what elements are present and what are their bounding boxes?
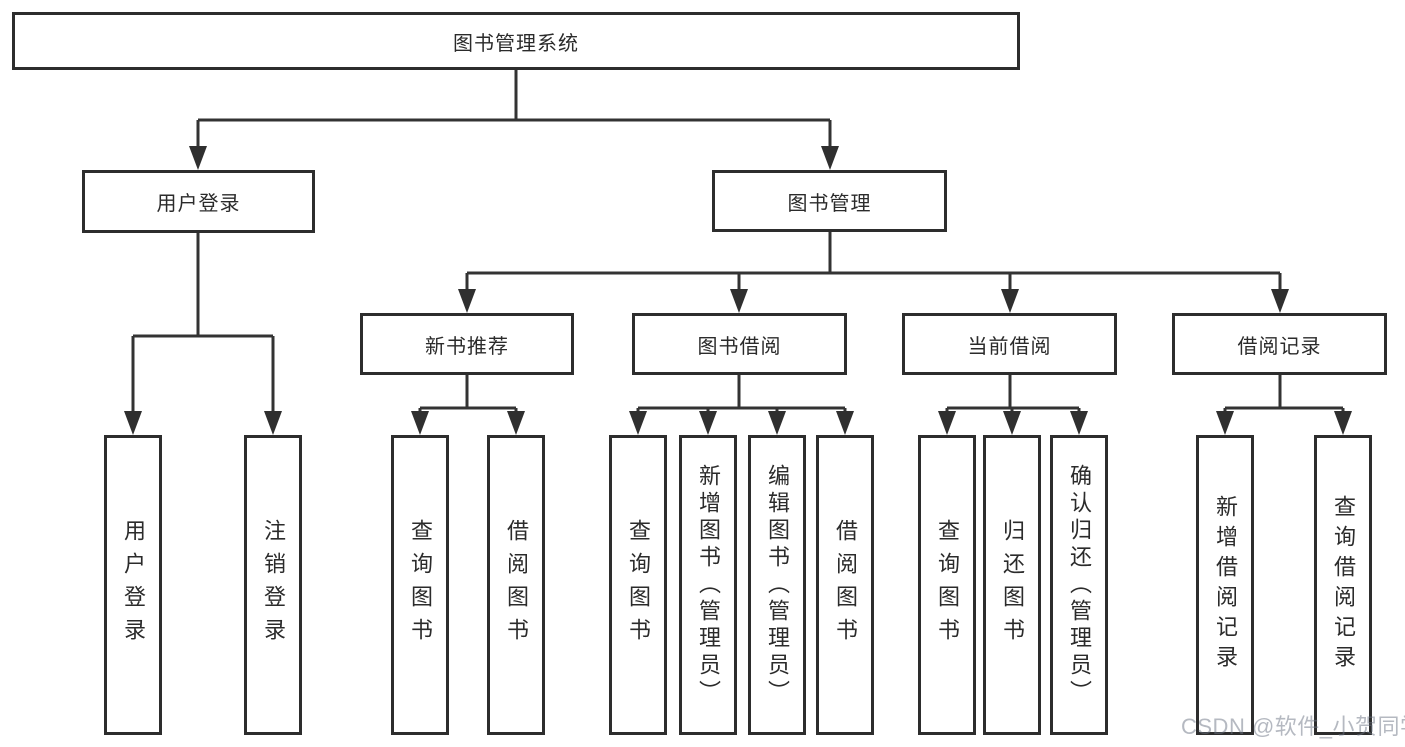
leaf-add-books-admin-label: 新增图书（管理员） xyxy=(696,463,721,707)
leaf-recommend-borrow-books: 借阅图书 xyxy=(487,435,545,735)
leaf-edit-books-admin: 编辑图书（管理员） xyxy=(748,435,806,735)
node-borrowing-records: 借阅记录 xyxy=(1172,313,1387,375)
csdn-watermark: CSDN @软件_小贺同学 xyxy=(1181,714,1405,739)
leaf-current-query-books-label: 查询图书 xyxy=(935,519,960,651)
node-user-login: 用户登录 xyxy=(82,170,315,233)
leaf-user-login-label: 用户登录 xyxy=(121,519,146,651)
leaf-logout: 注销登录 xyxy=(244,435,302,735)
leaf-confirm-return-admin-label: 确认归还（管理员） xyxy=(1067,463,1092,707)
node-book-management: 图书管理 xyxy=(712,170,947,232)
leaf-query-borrow-record-label: 查询借阅记录 xyxy=(1331,495,1356,675)
leaf-user-login: 用户登录 xyxy=(104,435,162,735)
leaf-borrowing-query-books-label: 查询图书 xyxy=(626,519,651,651)
leaf-query-borrow-record: 查询借阅记录 xyxy=(1314,435,1372,735)
node-book-borrowing: 图书借阅 xyxy=(632,313,847,375)
leaf-add-borrow-record-label: 新增借阅记录 xyxy=(1213,495,1238,675)
leaf-borrowing-borrow-books: 借阅图书 xyxy=(816,435,874,735)
leaf-recommend-query-books-label: 查询图书 xyxy=(408,519,433,651)
leaf-borrowing-borrow-books-label: 借阅图书 xyxy=(833,519,858,651)
arrowheads xyxy=(124,146,1352,435)
leaf-recommend-query-books: 查询图书 xyxy=(391,435,449,735)
leaf-confirm-return-admin: 确认归还（管理员） xyxy=(1050,435,1108,735)
leaf-return-books-label: 归还图书 xyxy=(1000,519,1025,651)
leaf-current-query-books: 查询图书 xyxy=(918,435,976,735)
node-library-management-system: 图书管理系统 xyxy=(12,12,1020,70)
node-current-borrowing: 当前借阅 xyxy=(902,313,1117,375)
leaf-add-books-admin: 新增图书（管理员） xyxy=(679,435,737,735)
leaf-edit-books-admin-label: 编辑图书（管理员） xyxy=(765,463,790,707)
leaf-borrowing-query-books: 查询图书 xyxy=(609,435,667,735)
leaf-recommend-borrow-books-label: 借阅图书 xyxy=(504,519,529,651)
node-new-book-recommend: 新书推荐 xyxy=(360,313,574,375)
leaf-add-borrow-record: 新增借阅记录 xyxy=(1196,435,1254,735)
leaf-return-books: 归还图书 xyxy=(983,435,1041,735)
leaf-logout-label: 注销登录 xyxy=(261,519,286,651)
